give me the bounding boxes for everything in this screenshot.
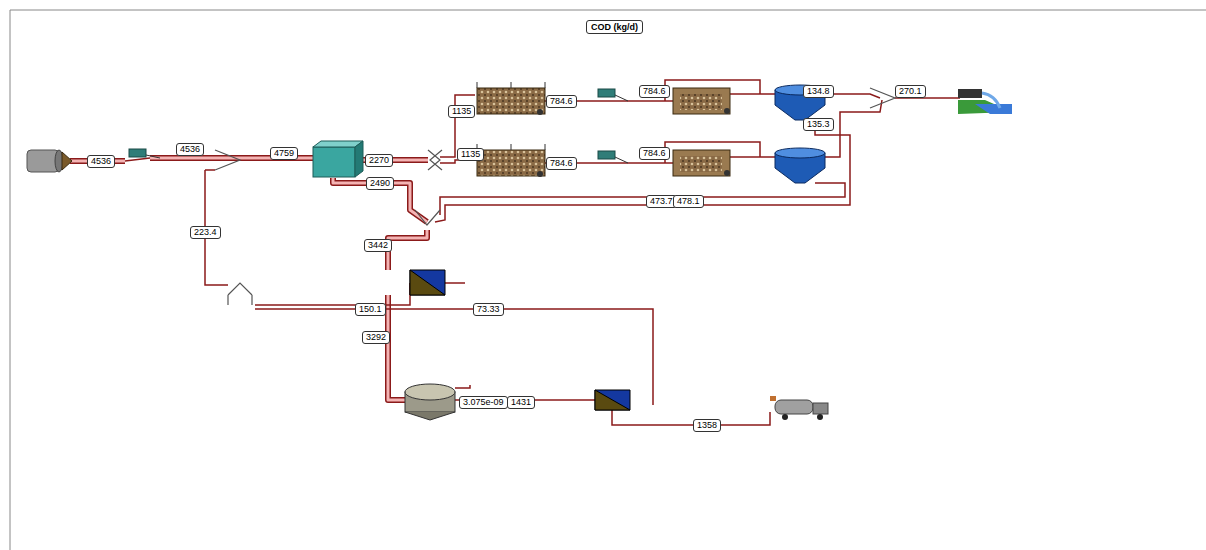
flow-value: 3442 [364, 239, 392, 252]
flow-value: 150.1 [355, 303, 386, 316]
flow-value: 1358 [693, 419, 721, 432]
outfall [958, 89, 1012, 114]
diagram-title: COD (kg/d) [586, 20, 643, 34]
flow-value: 784.6 [639, 85, 670, 98]
aeration-tank [673, 88, 730, 176]
flow-value: 1135 [457, 148, 484, 161]
flow-value: 1135 [448, 105, 475, 118]
sludge-truck [770, 396, 828, 420]
bioreactor [477, 82, 545, 177]
flow-value: 223.4 [190, 226, 221, 239]
flow-value: 478.1 [673, 195, 704, 208]
flow-value: 4759 [270, 147, 298, 160]
flow-value: 1431 [507, 396, 535, 409]
flow-value: 784.6 [546, 95, 577, 108]
flow-value: 3292 [362, 331, 390, 344]
thickener [410, 270, 445, 295]
digester [405, 384, 455, 420]
flow-value: 135.3 [803, 118, 834, 131]
influent-pipe [27, 150, 72, 172]
flow-value: 2490 [366, 177, 394, 190]
flow-value: 784.6 [546, 157, 577, 170]
flow-value: 784.6 [639, 147, 670, 160]
dewatering [595, 390, 630, 410]
flow-value: 4536 [176, 143, 204, 156]
flow-value: 3.075e-09 [459, 396, 508, 409]
primary-clarifier [313, 141, 363, 177]
flow-value: 73.33 [473, 303, 504, 316]
flow-value: 134.8 [803, 85, 834, 98]
flow-value: 4536 [87, 155, 115, 168]
flow-value: 270.1 [895, 85, 926, 98]
secondary-clarifier [775, 85, 825, 183]
flow-value: 473.7 [646, 195, 677, 208]
flow-value: 2270 [365, 154, 393, 167]
